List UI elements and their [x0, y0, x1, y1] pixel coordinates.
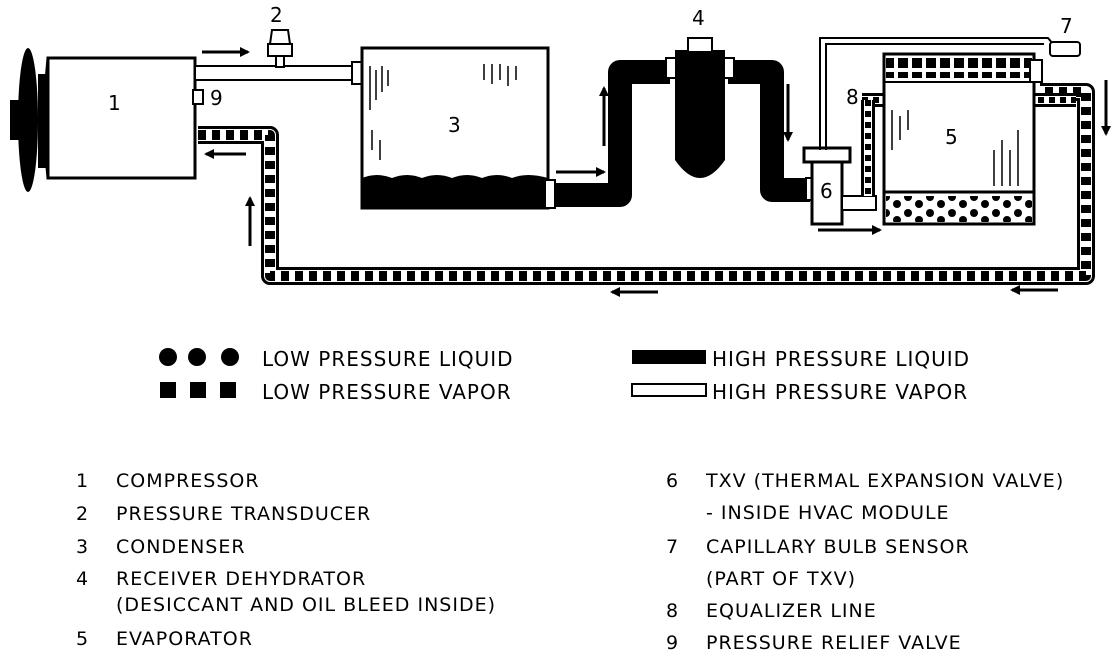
label-capillary-bulb: 7 [1060, 14, 1073, 38]
component-name: EVAPORATOR [116, 628, 253, 650]
legend-low-pressure-liquid: LOW PRESSURE LIQUID [262, 347, 514, 371]
label-condenser: 3 [448, 113, 461, 137]
evaporator [882, 52, 1043, 226]
legend-swatches-right [631, 350, 707, 397]
label-evaporator: 5 [945, 125, 958, 149]
label-txv: 6 [820, 179, 833, 203]
component-name: EQUALIZER LINE [706, 600, 877, 622]
legend-high-pressure-vapor: HIGH PRESSURE VAPOR [712, 380, 969, 404]
ac-system-diagram [10, 29, 1111, 297]
label-equalizer-line: 8 [846, 85, 859, 109]
component-number: 1 [76, 470, 90, 492]
receiver-dehydrator [665, 37, 735, 178]
component-name-continued: - INSIDE HVAC MODULE [706, 502, 950, 524]
component-name: TXV (THERMAL EXPANSION VALVE) [706, 470, 1065, 492]
high-pressure-vapor-swatch [631, 383, 707, 397]
capillary-bulb [1049, 41, 1081, 57]
component-number: 9 [666, 632, 680, 654]
label-pressure-transducer: 2 [270, 3, 283, 27]
legend-high-pressure-liquid: HIGH PRESSURE LIQUID [712, 347, 971, 371]
label-receiver-dehydrator: 4 [692, 6, 705, 30]
high-pressure-liquid-line [555, 60, 810, 207]
component-number: 2 [76, 503, 90, 525]
compressor [10, 48, 204, 192]
component-number: 6 [666, 470, 680, 492]
low-pressure-vapor-swatch [160, 382, 236, 398]
low-pressure-vapor-line [198, 83, 1095, 285]
component-name-continued: (PART OF TXV) [706, 568, 857, 590]
legend-swatches-left [159, 348, 239, 398]
component-number: 4 [76, 568, 90, 590]
legend-low-pressure-vapor: LOW PRESSURE VAPOR [262, 380, 512, 404]
txv [802, 146, 877, 226]
component-name: COMPRESSOR [116, 470, 260, 492]
component-name-continued: (DESICCANT AND OIL BLEED INSIDE) [116, 594, 496, 616]
label-compressor: 1 [108, 91, 121, 115]
component-name: CAPILLARY BULB SENSOR [706, 536, 970, 558]
component-name: RECEIVER DEHYDRATOR [116, 568, 367, 590]
flow-arrows [202, 47, 1111, 297]
condenser [360, 46, 556, 210]
low-pressure-liquid-swatch [159, 348, 239, 366]
component-number: 5 [76, 628, 90, 650]
component-number: 3 [76, 536, 90, 558]
component-name: PRESSURE RELIEF VALVE [706, 632, 962, 654]
pressure-transducer [267, 29, 293, 68]
component-number: 8 [666, 600, 680, 622]
component-name: CONDENSER [116, 536, 246, 558]
high-pressure-vapor-line [194, 61, 363, 85]
component-name: PRESSURE TRANSDUCER [116, 503, 372, 525]
high-pressure-liquid-swatch [632, 350, 706, 364]
component-number: 7 [666, 536, 680, 558]
label-pressure-relief-valve: 9 [210, 86, 223, 110]
